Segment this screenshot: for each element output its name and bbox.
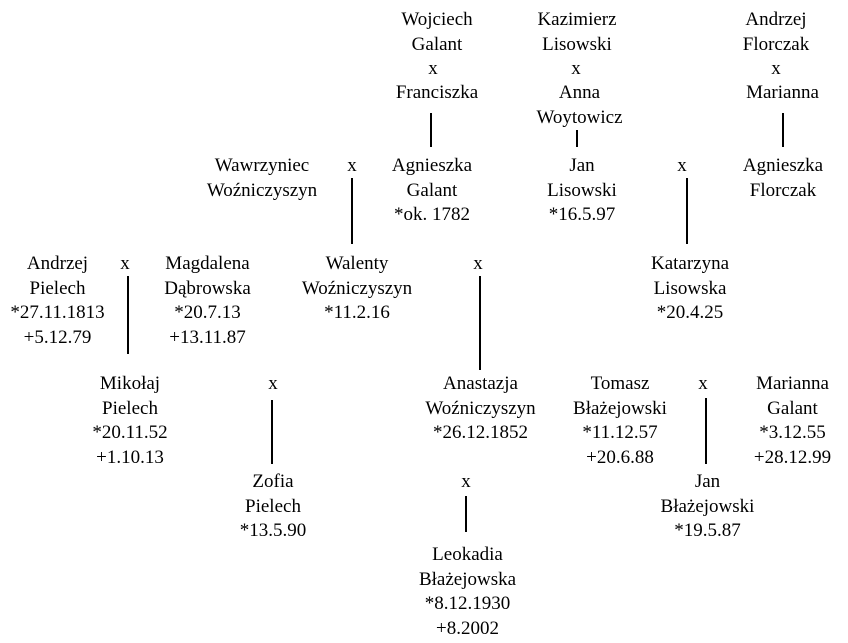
person-wawrzyniec: Wawrzyniec Woźniczyszyn [206,155,318,201]
marriage-mark: x [461,471,471,492]
descent-line [271,400,273,464]
person-agnieszka-galant: Agnieszka Galant *ok. 1782 [391,155,473,225]
person-walenty: Walenty Woźniczyszyn *11.2.16 [301,253,413,323]
marriage-mark: x [428,58,438,79]
person-jan-blazejowski: Jan Błażejowski *19.5.87 [660,471,755,541]
person-agnieszka-florczak: Agnieszka Florczak [742,155,824,201]
person-andrzej-pielech: Andrzej Pielech *27.11.1813 +5.12.79 [10,253,105,348]
person-anastazja: Anastazja Woźniczyszyn *26.12.1852 [425,373,536,443]
marriage-mark: x [347,155,357,176]
person-leokadia: Leokadia Błażejowska *8.12.1930 +8.2002 [418,544,517,639]
descent-line [782,113,784,147]
person-marianna-florczak: Marianna [746,82,819,103]
person-jan-lisowski: Jan Lisowski *16.5.97 [547,155,617,225]
person-marianna-galant: Marianna Galant *3.12.55 +28.12.99 [753,373,832,468]
person-andrzej-florczak: Andrzej Florczak [742,9,810,55]
marriage-mark: x [571,58,581,79]
marriage-mark: x [771,58,781,79]
marriage-mark: x [698,373,708,394]
descent-line [705,398,707,464]
person-kazimierz-lisowski: Kazimierz Lisowski [537,9,617,55]
person-mikolaj-pielech: Mikołaj Pielech *20.11.52 +1.10.13 [92,373,168,468]
marriage-mark: x [268,373,278,394]
descent-line [576,130,578,147]
marriage-mark: x [120,253,130,274]
person-tomasz: Tomasz Błażejowski *11.12.57 +20.6.88 [573,373,667,468]
marriage-mark: x [677,155,687,176]
descent-line [479,276,481,370]
person-anna-woytowicz: Anna Woytowicz [536,82,623,128]
person-zofia-pielech: Zofia Pielech *13.5.90 [239,471,307,541]
descent-line [430,113,432,147]
person-wojciech-galant: Wojciech Galant [401,9,473,55]
descent-line [127,276,129,354]
person-katarzyna: Katarzyna Lisowska *20.4.25 [650,253,730,323]
descent-line [351,178,353,244]
descent-line [686,178,688,244]
marriage-mark: x [473,253,483,274]
person-magdalena-dabrowska: Magdalena Dąbrowska *20.7.13 +13.11.87 [164,253,251,348]
descent-line [465,496,467,532]
person-franciszka: Franciszka [395,82,479,103]
